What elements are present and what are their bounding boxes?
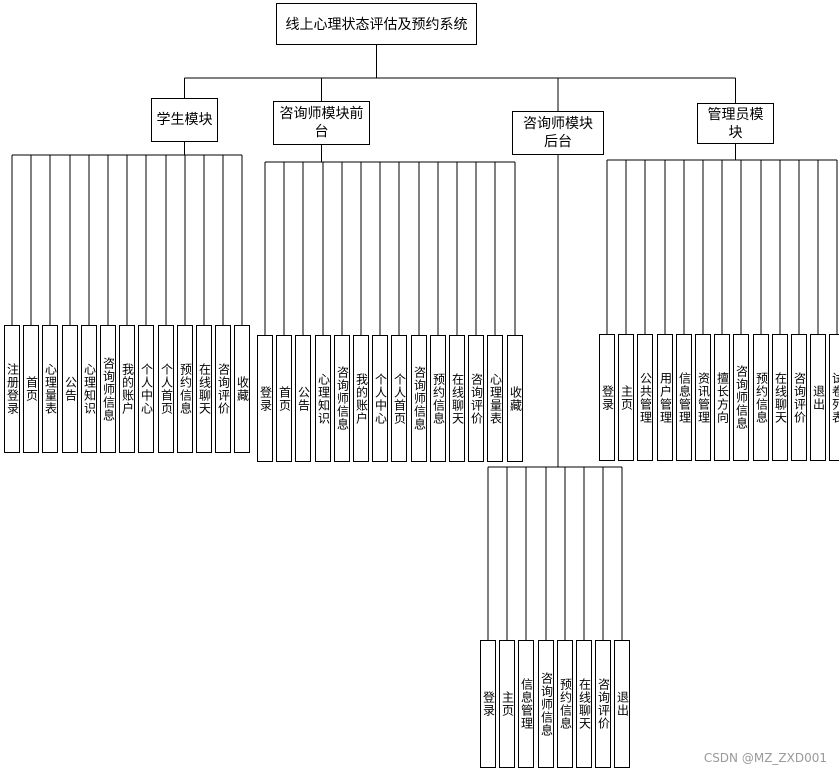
leaf-admin-12: 试卷列表 bbox=[829, 334, 839, 461]
leaf-counselor-front-12: 心理量表 bbox=[487, 335, 503, 462]
leaf-student-4: 心理知识 bbox=[81, 325, 97, 453]
leaf-student-9: 预约信息 bbox=[177, 325, 193, 453]
leaf-student-2: 心理量表 bbox=[42, 325, 58, 453]
module-node-student: 学生模块 bbox=[151, 98, 218, 142]
leaf-student-3: 公告 bbox=[62, 325, 78, 453]
leaf-counselor-back-7: 退出 bbox=[614, 640, 630, 768]
leaf-counselor-back-4: 预约信息 bbox=[557, 640, 573, 768]
leaf-admin-8: 预约信息 bbox=[753, 334, 769, 461]
leaf-student-11: 咨询评价 bbox=[215, 325, 231, 453]
leaf-admin-5: 资讯管理 bbox=[695, 334, 711, 461]
leaf-student-0: 注册登录 bbox=[4, 325, 20, 453]
leaf-admin-1: 主页 bbox=[618, 334, 634, 461]
leaf-counselor-front-7: 个人首页 bbox=[391, 335, 407, 462]
leaf-student-6: 我的账户 bbox=[119, 325, 135, 453]
leaf-admin-0: 登录 bbox=[599, 334, 615, 461]
leaf-admin-2: 公共管理 bbox=[637, 334, 653, 461]
leaf-counselor-front-2: 公告 bbox=[295, 335, 311, 462]
leaf-admin-4: 信息管理 bbox=[676, 334, 692, 461]
module-node-counselor-front: 咨询师模块前台 bbox=[273, 101, 370, 145]
leaf-admin-10: 咨询评价 bbox=[791, 334, 807, 461]
leaf-counselor-front-5: 我的账户 bbox=[353, 335, 369, 462]
root-node-system-title: 线上心理状态评估及预约系统 bbox=[276, 3, 477, 45]
leaf-admin-9: 在线聊天 bbox=[772, 334, 788, 461]
leaf-counselor-back-6: 咨询评价 bbox=[595, 640, 611, 768]
leaf-counselor-front-1: 首页 bbox=[276, 335, 292, 462]
leaf-student-1: 首页 bbox=[23, 325, 39, 453]
leaf-student-7: 个人中心 bbox=[138, 325, 154, 453]
leaf-counselor-front-6: 个人中心 bbox=[372, 335, 388, 462]
leaf-counselor-back-0: 登录 bbox=[480, 640, 496, 768]
leaf-admin-6: 擅长方向 bbox=[714, 334, 730, 461]
leaf-counselor-back-1: 主页 bbox=[499, 640, 515, 768]
csdn-watermark: CSDN @MZ_ZXD001 bbox=[703, 751, 827, 765]
leaf-admin-11: 退出 bbox=[810, 334, 826, 461]
leaf-counselor-front-0: 登录 bbox=[257, 335, 273, 462]
leaf-counselor-back-3: 咨询师信息 bbox=[538, 640, 554, 768]
leaf-counselor-front-8: 咨询师信息 bbox=[411, 335, 427, 462]
leaf-counselor-front-9: 预约信息 bbox=[430, 335, 446, 462]
module-node-admin: 管理员模块 bbox=[697, 103, 774, 144]
leaf-student-10: 在线聊天 bbox=[196, 325, 212, 453]
leaf-student-8: 个人首页 bbox=[158, 325, 174, 453]
leaf-counselor-back-2: 信息管理 bbox=[518, 640, 534, 768]
leaf-admin-3: 用户管理 bbox=[657, 334, 673, 461]
leaf-student-5: 咨询师信息 bbox=[100, 325, 116, 453]
leaf-counselor-back-5: 在线聊天 bbox=[576, 640, 592, 768]
leaf-counselor-front-4: 咨询师信息 bbox=[334, 335, 350, 462]
leaf-student-12: 收藏 bbox=[234, 325, 250, 453]
leaf-counselor-front-3: 心理知识 bbox=[315, 335, 331, 462]
leaf-counselor-front-10: 在线聊天 bbox=[449, 335, 465, 462]
leaf-counselor-front-13: 收藏 bbox=[507, 335, 523, 462]
module-node-counselor-back: 咨询师模块后台 bbox=[512, 111, 604, 155]
leaf-counselor-front-11: 咨询评价 bbox=[468, 335, 484, 462]
leaf-admin-7: 咨询师信息 bbox=[733, 334, 749, 461]
